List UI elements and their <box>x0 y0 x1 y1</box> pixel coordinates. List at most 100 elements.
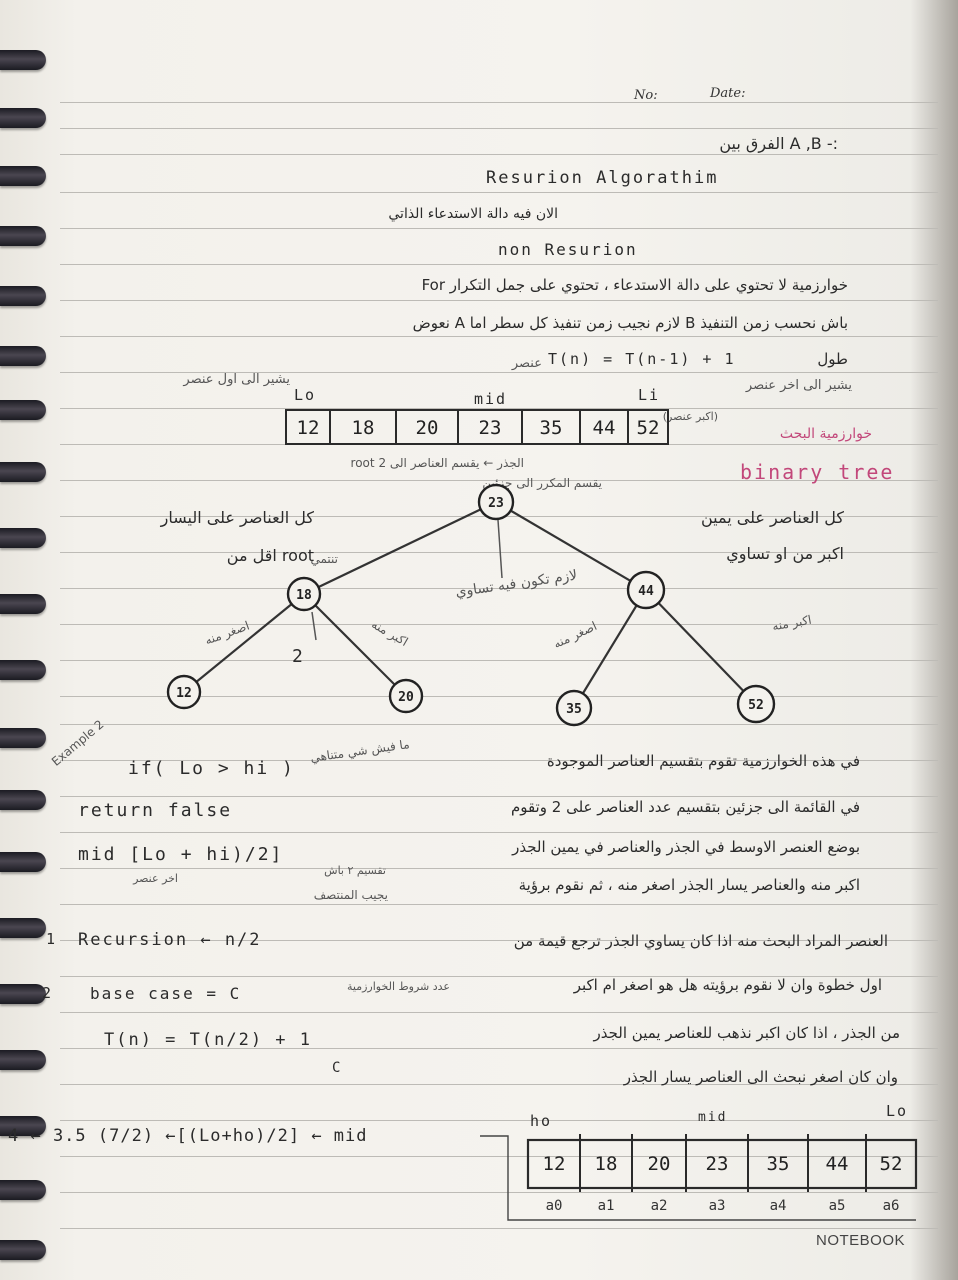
tree-node-root <box>477 483 515 521</box>
bottom-array-index: a2 <box>651 1198 668 1214</box>
spiral-ring <box>0 108 46 128</box>
base-case-note: عدد شروط الخوارزمية <box>347 980 450 993</box>
spiral-ring <box>0 728 46 748</box>
tree-node-right <box>626 570 666 610</box>
bottom-array-cell: 23 <box>706 1153 729 1175</box>
lo-label: Lo <box>294 386 317 404</box>
differences-line: :- A ,B الفرق بين <box>719 134 838 153</box>
explain-line-3: بوضع العنصر الاوسط في الجذر والعناصر في … <box>512 838 860 856</box>
tree-node-left <box>286 576 322 612</box>
bottom-ho-label: ho <box>530 1112 553 1130</box>
date-label: Date: <box>710 86 746 101</box>
tree-node-lr <box>388 678 424 714</box>
tree-node-value: 12 <box>176 686 192 701</box>
tree-edge <box>573 589 647 709</box>
recursion-title: Resurion Algorathim <box>486 168 719 188</box>
recurrence-formula-2: T(n) = T(n/2) + 1 <box>104 1030 312 1050</box>
hi-note-2: (اكبر عنصر) <box>662 410 718 423</box>
number-label: No: <box>634 88 658 103</box>
spiral-ring <box>0 286 46 306</box>
spiral-ring <box>0 226 46 246</box>
constant-label: C <box>332 1060 343 1076</box>
if-statement: if( Lo > hi ) <box>128 758 295 779</box>
step-2-number: 2 <box>42 984 54 1002</box>
recursion-desc: الان فيه دالة الاستدعاء الذاتي <box>388 206 558 222</box>
search-algorithm-label: خوارزمية البحث <box>779 426 872 442</box>
bottom-array-index: a6 <box>883 1198 900 1214</box>
spiral-ring <box>0 1116 46 1136</box>
lo-note: يشير الى اول عنصر <box>183 372 290 387</box>
two-label: 2 <box>292 646 305 667</box>
step-1-number: 1 <box>46 930 58 948</box>
hi-note: يشير الى اخر عنصر <box>745 378 852 393</box>
bottom-array-index: a1 <box>598 1198 615 1214</box>
spiral-ring <box>0 1180 46 1200</box>
spiral-ring <box>0 594 46 614</box>
right-desc-2: اكبر من او تساوي <box>726 544 844 563</box>
spiral-ring <box>0 50 46 70</box>
brand-label: NOTEBOOK <box>816 1232 906 1249</box>
explain-line-8: وان كان اصغر نبحث الى العناصر يسار الجذر <box>623 1068 898 1086</box>
bottom-mid-label: mid <box>698 1110 728 1125</box>
explain-line-4: اكبر منه والعناصر يسار الجذر اصغر منه ، … <box>518 876 860 894</box>
arabic-line-2: باش نحسب زمن التنفيذ B لازم نجيب زمن تنف… <box>412 314 848 332</box>
base-case-step: base case = C <box>90 984 242 1003</box>
arabic-line-3-prefix: طول <box>817 350 848 368</box>
spiral-ring <box>0 462 46 482</box>
arabic-line-3-suffix: عنصر <box>511 356 542 371</box>
top-array-cell: 20 <box>416 417 439 439</box>
bottom-array-cell: 20 <box>648 1153 671 1175</box>
spiral-ring <box>0 1240 46 1260</box>
tree-node-value: 44 <box>638 584 654 599</box>
top-array-cell: 35 <box>540 417 563 439</box>
bottom-array-box <box>526 1138 918 1190</box>
bottom-array-index: a0 <box>546 1198 563 1214</box>
spiral-ring <box>0 918 46 938</box>
mid-note-3: يجيب المنتصف <box>313 888 388 902</box>
top-array-cell: 52 <box>637 417 660 439</box>
binary-tree-label: binary tree <box>740 460 895 484</box>
top-array-cell: 18 <box>352 417 375 439</box>
recursion-step: Recursion ← n/2 <box>78 930 262 950</box>
non-recursion-title: non Resurion <box>498 240 638 259</box>
tree-node-rl <box>555 689 593 727</box>
tree-node-value: 35 <box>566 702 582 717</box>
top-array-cell: 23 <box>479 417 502 439</box>
spiral-ring <box>0 852 46 872</box>
bottom-array-cell: 12 <box>543 1153 566 1175</box>
spiral-ring <box>0 984 46 1004</box>
bottom-array-index: a5 <box>829 1198 846 1214</box>
tree-edge <box>303 593 407 697</box>
spiral-ring <box>0 400 46 420</box>
bottom-array-index: a3 <box>709 1198 726 1214</box>
mid-note-2: تقسيم ٢ باش <box>324 864 386 877</box>
tree-edge <box>645 589 757 705</box>
tree-node-value: 20 <box>398 690 414 705</box>
bottom-lo-label: Lo <box>886 1102 909 1120</box>
explain-line-5: العنصر المراد البحث منه اذا كان يساوي ال… <box>513 932 888 950</box>
tree-node-value: 23 <box>488 496 504 511</box>
explain-line-7: من الجذر ، اذا كان اكبر نذهب للعناصر يمي… <box>593 1024 901 1042</box>
top-array-cell: 44 <box>593 417 616 439</box>
right-desc-1: كل العناصر على يمين <box>700 508 844 527</box>
bottom-array-cell: 18 <box>595 1153 618 1175</box>
bottom-array-index: a4 <box>770 1198 787 1214</box>
page-edge-shadow <box>910 0 958 1280</box>
top-array-cell: 12 <box>297 417 320 439</box>
left-divider-line <box>311 611 317 641</box>
bracket-line <box>480 1135 916 1221</box>
arabic-line-1: خوارزمية لا تحتوي على دالة الاستدعاء ، ت… <box>421 276 848 294</box>
left-desc-2b: تنتمي <box>310 552 338 566</box>
tree-node-value: 52 <box>748 698 764 713</box>
left-desc-1: كل العناصر على اليسار <box>160 508 314 527</box>
spiral-ring <box>0 660 46 680</box>
mid-statement: mid [Lo + hi)/2] <box>78 844 284 865</box>
tree-node-ll <box>166 674 202 710</box>
spiral-ring <box>0 528 46 548</box>
mid-note-1: اخر عنصر <box>133 872 178 885</box>
return-statement: return false <box>78 800 233 821</box>
bottom-array-cell: 44 <box>826 1153 849 1175</box>
bottom-array-cell: 35 <box>767 1153 790 1175</box>
